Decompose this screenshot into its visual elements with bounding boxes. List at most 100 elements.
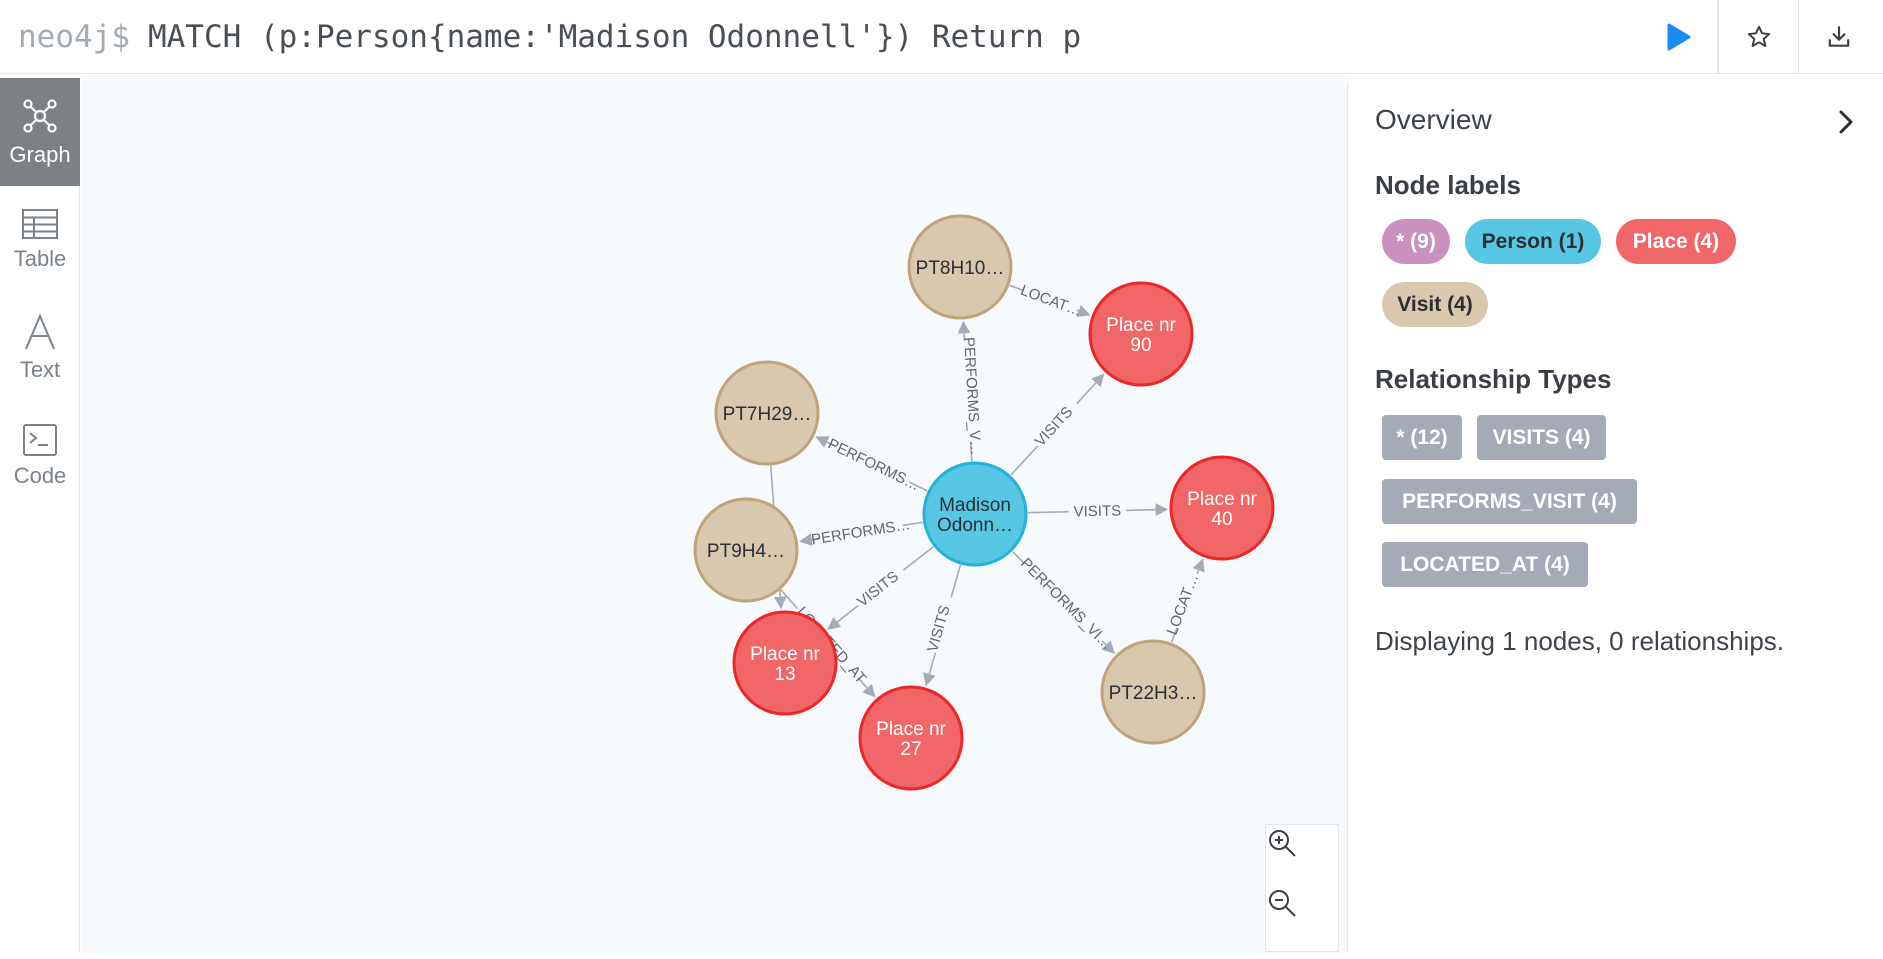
- node-label-place-text: Place (4): [1632, 229, 1720, 253]
- zoom-in-button[interactable]: [1266, 827, 1338, 887]
- view-text-button[interactable]: Text: [0, 294, 80, 402]
- edge-label-background: [1019, 280, 1081, 318]
- star-icon: [1747, 25, 1770, 47]
- node-label-place[interactable]: Place (4): [1616, 219, 1736, 264]
- zoom-in-icon: [1269, 830, 1296, 857]
- node-caption: 13: [774, 664, 795, 685]
- node-caption: Place nr: [1187, 489, 1257, 510]
- graph-visualization[interactable]: PERFORMS_V…LOCAT…VISITSPERFORMS…LOC…PERF…: [81, 75, 1347, 953]
- node-caption: PT7H29…: [723, 404, 812, 425]
- relationship-types-heading: Relationship Types: [1375, 364, 1612, 394]
- rel-type-located-at-text: LOCATED_AT (4): [1400, 552, 1570, 576]
- zoom-out-icon: [1269, 890, 1296, 917]
- node-caption: Place nr: [876, 719, 946, 740]
- graph-edge[interactable]: PERFORMS…: [815, 435, 928, 494]
- node-circle[interactable]: [1100, 639, 1206, 745]
- graph-node-visit[interactable]: PT9H4…: [693, 497, 799, 603]
- view-table-label: Table: [13, 246, 67, 271]
- graph-edge[interactable]: PERFORMS…: [799, 515, 923, 549]
- edge-label: PERFORMS_VI…: [1017, 555, 1116, 654]
- node-label-visit[interactable]: Visit (4): [1382, 282, 1488, 327]
- view-graph-label: Graph: [9, 142, 71, 167]
- graph-edge[interactable]: VISITS: [923, 564, 962, 687]
- node-circle[interactable]: [1088, 281, 1194, 387]
- graph-node-person[interactable]: MadisonOdonn…: [922, 461, 1028, 567]
- graph-edge[interactable]: VISITS: [827, 546, 934, 630]
- node-circle[interactable]: [714, 360, 820, 466]
- query-text[interactable]: MATCH (p:Person{name:'Madison Odonnell'}…: [147, 19, 1082, 55]
- edge-label-background: [1068, 500, 1127, 520]
- download-button[interactable]: [1798, 0, 1878, 74]
- rel-type-all-text: * (12): [1396, 425, 1448, 449]
- collapse-overview-button[interactable]: [1826, 102, 1866, 142]
- rel-type-performs-visit[interactable]: PERFORMS_VISIT (4): [1382, 479, 1637, 524]
- graph-edge[interactable]: PERFORMS_VI…: [1011, 550, 1116, 655]
- graph-node-visit[interactable]: PT8H10…: [907, 214, 1013, 320]
- view-code-label: Code: [13, 463, 67, 488]
- edge-label-background: [1019, 556, 1109, 647]
- view-graph-button[interactable]: Graph: [0, 78, 80, 186]
- view-code-button[interactable]: Code: [0, 402, 80, 510]
- edge-label-background: [1030, 396, 1083, 452]
- edge-label: VISITS: [854, 568, 902, 611]
- overview-title: Overview: [1375, 104, 1492, 135]
- run-query-button[interactable]: [1656, 14, 1702, 60]
- node-circle[interactable]: [693, 497, 799, 603]
- rel-type-performs-visit-text: PERFORMS_VISIT (4): [1402, 489, 1617, 513]
- view-sidebar: Graph Table Text Code: [0, 78, 80, 952]
- graph-edge[interactable]: PERFORMS_V…: [956, 320, 985, 462]
- code-icon: [23, 424, 57, 456]
- graph-node-visit[interactable]: PT7H29…: [714, 360, 820, 466]
- view-table-button[interactable]: Table: [0, 186, 80, 294]
- favorite-button[interactable]: [1718, 0, 1798, 74]
- overview-panel: Overview Node labels * (9) Person (1) Pl…: [1347, 82, 1883, 952]
- edge-label: VISITS: [1073, 502, 1121, 520]
- node-caption: 27: [900, 739, 921, 760]
- query-bar: neo4j$ MATCH (p:Person{name:'Madison Odo…: [0, 0, 1883, 74]
- graph-edge[interactable]: VISITS: [1010, 373, 1105, 476]
- overview-status: Displaying 1 nodes, 0 relationships.: [1375, 626, 1785, 656]
- graph-edge[interactable]: LOCAT…: [1164, 558, 1205, 643]
- node-label-all-text: * (9): [1396, 229, 1436, 253]
- node-caption: Place nr: [1106, 315, 1176, 336]
- download-icon: [1828, 26, 1849, 47]
- text-icon: [25, 313, 55, 350]
- node-circle[interactable]: [1169, 455, 1275, 561]
- node-caption: Odonn…: [937, 515, 1013, 536]
- edge-label-background: [956, 340, 981, 443]
- node-circle[interactable]: [922, 461, 1028, 567]
- node-caption: PT8H10…: [916, 258, 1005, 279]
- graph-icon: [23, 99, 57, 133]
- edge-label: LOCAT…: [1018, 282, 1084, 320]
- edge-label-background: [1167, 570, 1205, 631]
- zoom-controls: [1265, 824, 1339, 952]
- edge-label-background: [830, 436, 914, 490]
- node-label-visit-text: Visit (4): [1397, 292, 1473, 316]
- node-caption: Madison: [939, 495, 1011, 516]
- node-label-person-text: Person (1): [1481, 229, 1585, 253]
- node-circle[interactable]: [732, 610, 838, 716]
- graph-edge[interactable]: VISITS: [1027, 500, 1169, 521]
- graph-canvas[interactable]: PERFORMS_V…LOCAT…VISITSPERFORMS…LOC…PERF…: [81, 75, 1347, 953]
- node-caption: 40: [1211, 509, 1232, 530]
- edge-label: VISITS: [1032, 403, 1077, 449]
- zoom-out-button[interactable]: [1266, 887, 1338, 947]
- node-circle[interactable]: [907, 214, 1013, 320]
- query-editor[interactable]: neo4j$ MATCH (p:Person{name:'Madison Odo…: [0, 0, 1718, 74]
- rel-type-located-at[interactable]: LOCATED_AT (4): [1382, 542, 1588, 587]
- rel-type-visits[interactable]: VISITS (4): [1477, 415, 1606, 460]
- node-label-all[interactable]: * (9): [1382, 219, 1450, 264]
- node-circle[interactable]: [858, 685, 964, 791]
- node-caption: PT9H4…: [707, 541, 785, 562]
- play-icon: [1667, 23, 1691, 51]
- graph-node-visit[interactable]: PT22H3…: [1100, 639, 1206, 745]
- rel-type-all[interactable]: * (12): [1382, 415, 1462, 460]
- node-label-person[interactable]: Person (1): [1465, 219, 1601, 264]
- graph-edge[interactable]: LOCAT…: [1009, 280, 1091, 320]
- query-prompt: neo4j$: [18, 19, 130, 55]
